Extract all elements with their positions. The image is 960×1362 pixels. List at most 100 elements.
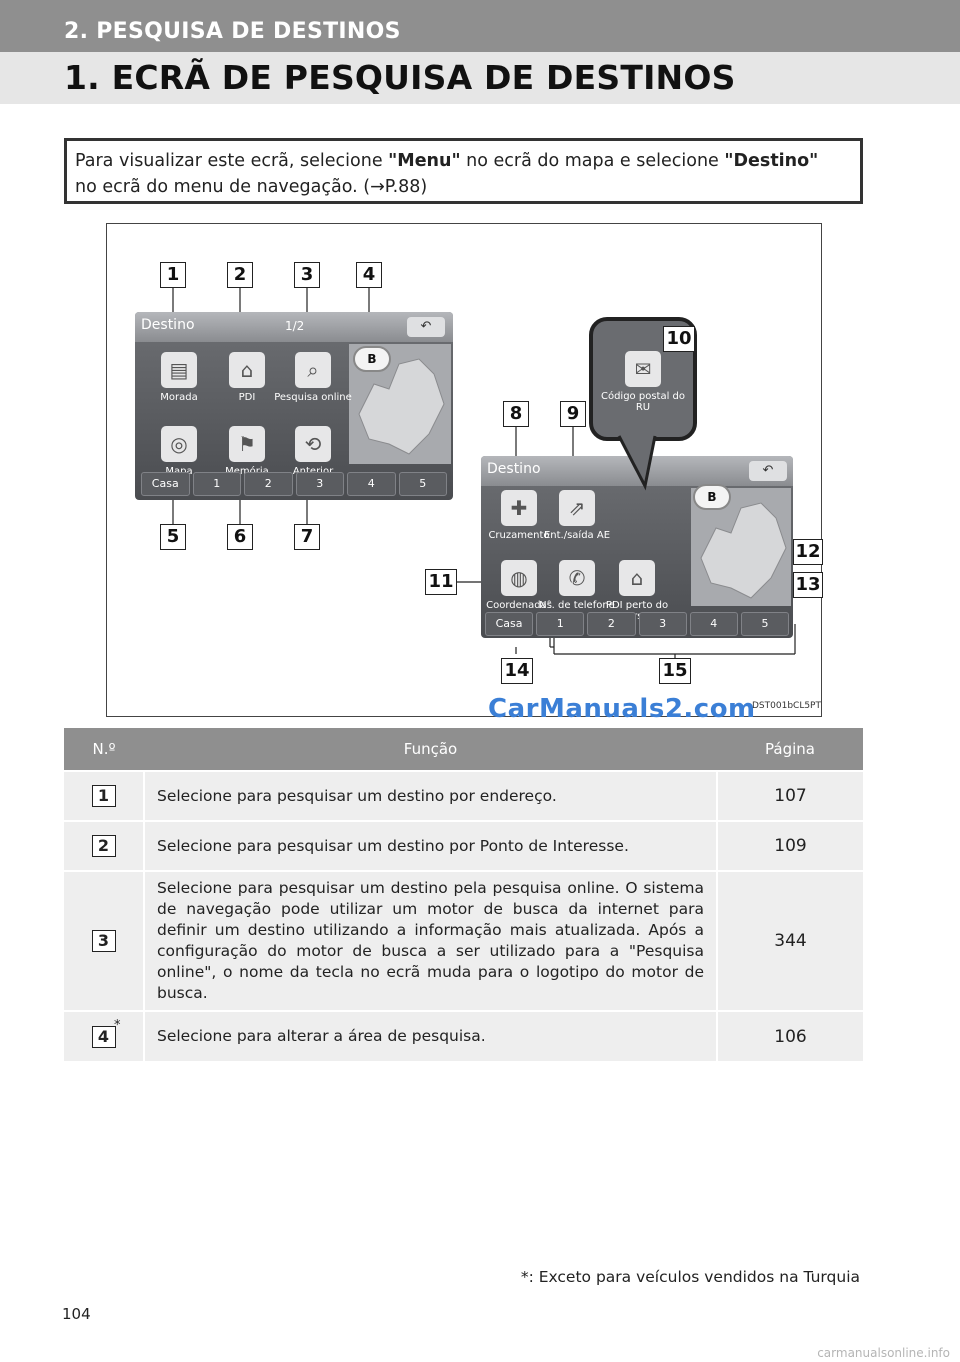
bottom-watermark: carmanualsonline.info — [817, 1346, 950, 1360]
callout-1: 1 — [160, 262, 186, 288]
callout-15: 15 — [659, 658, 691, 684]
freeway-exit-icon: ⇗ — [559, 490, 595, 526]
page-number: 104 — [62, 1305, 91, 1323]
table-row: 1 Selecione para pesquisar um destino po… — [64, 770, 863, 821]
page-title-band: 1. ECRÃ DE PESQUISA DE DESTINOS — [0, 52, 960, 104]
europe-map-icon — [358, 358, 445, 455]
carmanuals-watermark: CarManuals2.com — [488, 694, 756, 724]
header-function: Função — [144, 728, 717, 771]
row-number-box: 4 — [91, 1025, 116, 1048]
intro-box: Para visualizar este ecrã, selecione "Me… — [64, 138, 863, 204]
screen1-page-indicator: 1/2 — [285, 319, 305, 333]
map-compass-icon: ◎ — [161, 426, 197, 462]
globe-icon: ◍ — [501, 560, 537, 596]
callout-14: 14 — [501, 658, 533, 684]
destination-screen-figure: Destino 1/2 ↶ B ▤ Morada ⌂ PDI ⌕ Pesquisa o… — [106, 223, 823, 717]
callout-11: 11 — [425, 569, 457, 595]
screen2-tile-pdi-cursor: ⌂PDI perto do cursor — [601, 556, 673, 626]
tile-label: Pesquisa online — [274, 392, 352, 403]
quick-1: 1 — [192, 472, 241, 496]
quick-2: 2 — [587, 612, 636, 636]
screen2-area-b-button: B — [693, 484, 731, 510]
uk-postcode-icon: ✉ — [625, 351, 661, 387]
screen2-tile-saida-ae: ⇗ Ent./saída AE — [541, 486, 613, 556]
tile-label: Memória — [201, 466, 293, 477]
online-search-icon: ⌕ — [295, 352, 331, 388]
screen1-area-b-button: B — [353, 346, 391, 372]
intersection-icon: ✚ — [501, 490, 537, 526]
callout-3: 3 — [294, 262, 320, 288]
screen2-quick-buttons: Casa 1 2 3 4 5 — [485, 612, 790, 636]
callout-13: 13 — [793, 572, 823, 598]
screen1-header: Destino 1/2 ↶ — [135, 312, 453, 342]
row-number-box: 1 — [91, 785, 116, 807]
tile-label: PDI perto do cursor — [605, 600, 669, 622]
callout-2: 2 — [227, 262, 253, 288]
page-title: 1. ECRÃ DE PESQUISA DE DESTINOS — [64, 58, 736, 97]
screen2-title: Destino — [487, 461, 541, 477]
callout-8: 8 — [503, 401, 529, 427]
callout-12: 12 — [793, 539, 823, 565]
figure-code: DST001bCL5PT — [752, 701, 821, 711]
row-page: 107 — [717, 770, 863, 821]
tile-label: Ent./saída AE — [543, 530, 611, 541]
destination-screen-page1: Destino 1/2 ↶ B ▤ Morada ⌂ PDI ⌕ Pesquisa o… — [135, 312, 453, 500]
screen1-tile-mapa: ◎Mapa — [143, 422, 215, 492]
screen2-tile-telefone: ✆ N°. de telefone — [539, 556, 615, 626]
callout-4: 4 — [356, 262, 382, 288]
phone-icon: ✆ — [559, 560, 595, 596]
quick-home: Casa — [485, 612, 534, 636]
screen1-tile-anterior: ⟲Anterior — [277, 422, 349, 492]
row-page: 344 — [717, 870, 863, 1011]
tile-label: Cruzamento — [488, 530, 550, 541]
table-row: 2 Selecione para pesquisar um destino po… — [64, 820, 863, 871]
address-icon: ▤ — [161, 352, 197, 388]
intro-menu-label: "Menu" — [388, 151, 461, 171]
zoom-pointer — [617, 435, 657, 491]
screen1-quick-buttons: Casa 1 2 3 4 5 — [141, 472, 447, 496]
uk-postcode-label: Código postal do RU — [600, 391, 686, 413]
callout-6: 6 — [227, 524, 253, 550]
quick-5: 5 — [740, 612, 790, 636]
row-description: Selecione para pesquisar um destino pela… — [143, 870, 718, 1011]
screen1-title: Destino — [141, 317, 195, 333]
section-header-band: 2. PESQUISA DE DESTINOS — [0, 0, 960, 52]
tile-label: N°. de telefone — [539, 600, 615, 611]
callout-10: 10 — [663, 326, 695, 352]
intro-text-2: no ecrã do mapa e selecione — [460, 151, 725, 171]
tile-uk-postcode: ✉ Código postal do RU — [601, 347, 685, 417]
quick-home: Casa — [141, 472, 190, 496]
row-page: 109 — [717, 820, 863, 871]
tile-label: PDI — [238, 392, 256, 403]
poi-icon: ⌂ — [229, 352, 265, 388]
callout-5: 5 — [160, 524, 186, 550]
table-row: 3 Selecione para pesquisar um destino pe… — [64, 870, 863, 1011]
destination-screen-page2: Destino ↶ B ✚ Cruzamento ⇗ Ent./saída AE ◍… — [481, 456, 793, 638]
memory-flag-icon: ⚑ — [229, 426, 265, 462]
row-number-box: 2 — [91, 835, 116, 857]
screen2-back-button: ↶ — [749, 461, 787, 481]
callout-7: 7 — [294, 524, 320, 550]
screen2-tile-cruzamento: ✚ Cruzamento — [483, 486, 555, 556]
screen1-back-button: ↶ — [407, 317, 445, 337]
header-page: Página — [717, 728, 863, 771]
header-number: N.º — [64, 728, 144, 771]
callout-9: 9 — [560, 401, 586, 427]
row-number-box: 3 — [91, 930, 116, 952]
quick-5: 5 — [398, 472, 447, 496]
screen1-tile-morada: ▤ Morada — [143, 348, 215, 418]
quick-2: 2 — [244, 472, 293, 496]
europe-map-icon — [700, 502, 787, 599]
function-table: N.º Função Página 1 Selecione para pesqu… — [64, 728, 863, 1061]
screen1-tile-memoria: ⚑Memória — [211, 422, 283, 492]
tile-label: Morada — [160, 392, 198, 403]
screen2-tile-coordenadas: ◍ Coordenadas — [483, 556, 555, 626]
intro-destino-label: "Destino" — [724, 151, 819, 171]
footnote: *: Exceto para veículos vendidos na Turq… — [520, 1268, 860, 1286]
previous-icon: ⟲ — [295, 426, 331, 462]
intro-text-3: no ecrã do menu de navegação. (→P.88) — [75, 177, 428, 197]
quick-4: 4 — [347, 472, 396, 496]
table-row: 4* Selecione para alterar a área de pesq… — [64, 1010, 863, 1061]
tile-label: Coordenadas — [486, 600, 552, 611]
quick-3: 3 — [638, 612, 687, 636]
